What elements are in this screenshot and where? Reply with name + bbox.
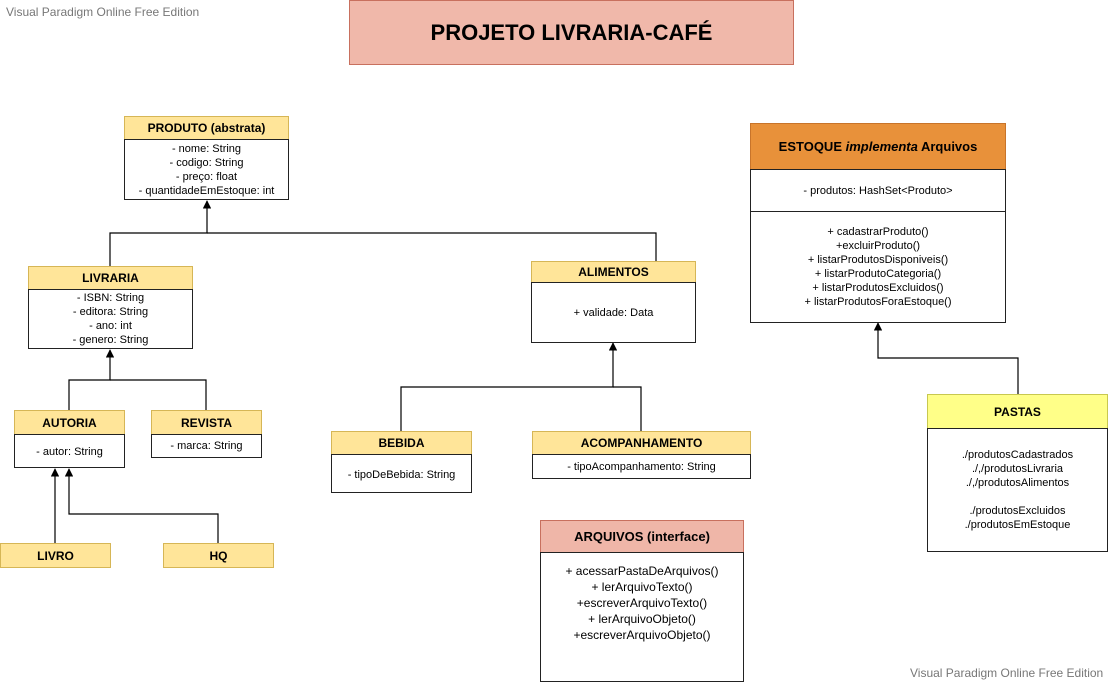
class-revista-header: REVISTA xyxy=(151,410,262,435)
method: +excluirProduto() xyxy=(835,240,921,252)
watermark-top: Visual Paradigm Online Free Edition xyxy=(6,5,200,19)
method: + cadastrarProduto() xyxy=(827,226,929,238)
class-hq[interactable]: HQ xyxy=(163,543,274,568)
attribute: - nome: String xyxy=(171,143,242,155)
edge-acompanhamento-alimentos xyxy=(613,386,642,431)
class-autoria-attributes: - autor: String xyxy=(14,434,125,468)
class-livraria-attributes: - ISBN: String - editora: String - ano: … xyxy=(28,289,193,349)
folder-path: ./produtosExcluidos xyxy=(969,505,1066,517)
class-acompanhamento-header: ACOMPANHAMENTO xyxy=(532,431,751,455)
class-arquivos-methods: + acessarPastaDeArquivos() + lerArquivoT… xyxy=(540,552,744,682)
attribute: - ano: int xyxy=(89,320,132,332)
class-estoque-methods: + cadastrarProduto() +excluirProduto() +… xyxy=(750,211,1006,323)
attribute: - preço: float xyxy=(175,171,238,183)
attribute: - quantidadeEmEstoque: int xyxy=(138,185,275,197)
class-estoque-header: ESTOQUE implementa Arquivos xyxy=(750,123,1006,170)
watermark-bottom: Visual Paradigm Online Free Edition xyxy=(910,666,1104,680)
method: +escreverArquivoTexto() xyxy=(576,596,708,610)
class-livraria-header: LIVRARIA xyxy=(28,266,193,290)
class-autoria-header: AUTORIA xyxy=(14,410,125,435)
attribute: - editora: String xyxy=(72,306,149,318)
method: + listarProdutosExcluidos() xyxy=(812,282,944,294)
method: +escreverArquivoObjeto() xyxy=(573,628,711,642)
class-produto-attributes: - nome: String - codigo: String - preço:… xyxy=(124,139,289,200)
class-pastas-header: PASTAS xyxy=(927,394,1108,429)
class-bebida-attributes: - tipoDeBebida: String xyxy=(331,454,472,493)
folder-path-blank xyxy=(928,490,1107,504)
class-pastas-body: ./produtosCadastrados ./,/produtosLivrar… xyxy=(927,428,1108,552)
class-bebida-header: BEBIDA xyxy=(331,431,472,455)
estoque-interface: Arquivos xyxy=(917,139,978,154)
estoque-name: ESTOQUE xyxy=(778,139,846,154)
class-alimentos-header: ALIMENTOS xyxy=(531,261,696,283)
attribute: - tipoDeBebida: String xyxy=(347,469,456,481)
class-livro[interactable]: LIVRO xyxy=(0,543,111,568)
class-estoque-attributes: - produtos: HashSet<Produto> xyxy=(750,169,1006,212)
attribute: - ISBN: String xyxy=(76,292,145,304)
method: + lerArquivoObjeto() xyxy=(588,612,696,626)
attribute: - tipoAcompanhamento: String xyxy=(567,461,716,473)
edge-pastas-estoque xyxy=(873,322,1019,394)
class-alimentos-attributes: + validade: Data xyxy=(531,282,696,343)
class-acompanhamento-attributes: - tipoAcompanhamento: String xyxy=(532,454,751,479)
folder-path: ./produtosEmEstoque xyxy=(964,519,1071,531)
edge-autoria-livraria xyxy=(68,349,115,410)
folder-path: ./,/produtosAlimentos xyxy=(965,477,1070,489)
method: + listarProdutoCategoria() xyxy=(814,268,942,280)
edge-livraria-produto xyxy=(109,200,212,266)
attribute: - autor: String xyxy=(36,446,103,458)
method: + lerArquivoTexto() xyxy=(591,580,693,594)
attribute: - genero: String xyxy=(72,334,149,346)
method: + listarProdutosForaEstoque() xyxy=(804,296,952,308)
edge-hq-autoria xyxy=(64,468,219,543)
diagram-title: PROJETO LIVRARIA-CAFÉ xyxy=(349,0,794,65)
class-arquivos-header: ARQUIVOS (interface) xyxy=(540,520,744,553)
folder-path: ./,/produtosLivraria xyxy=(971,463,1064,475)
folder-path: ./produtosCadastrados xyxy=(961,449,1074,461)
class-produto-header: PRODUTO (abstrata) xyxy=(124,116,289,140)
attribute: + validade: Data xyxy=(573,307,654,319)
attribute: - produtos: HashSet<Produto> xyxy=(803,185,953,197)
edge-bebida-alimentos xyxy=(400,342,618,431)
estoque-implementa: implementa xyxy=(845,139,918,154)
method: + listarProdutosDisponiveis() xyxy=(807,254,949,266)
attribute: - codigo: String xyxy=(169,157,244,169)
method: + acessarPastaDeArquivos() xyxy=(565,564,719,578)
edge-alimentos-produto xyxy=(207,232,657,261)
attribute: - marca: String xyxy=(170,440,243,452)
class-revista-attributes: - marca: String xyxy=(151,434,262,458)
edge-revista-livraria xyxy=(110,379,207,410)
